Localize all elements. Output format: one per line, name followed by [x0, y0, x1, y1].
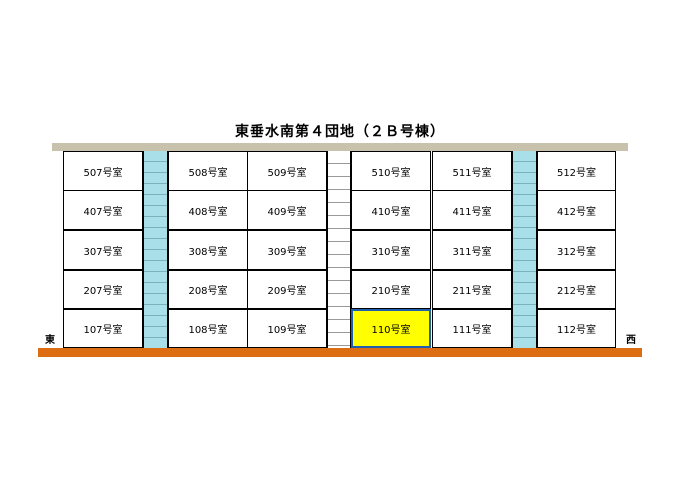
room-cell[interactable]: 408号室	[168, 190, 248, 230]
ground-bar	[38, 348, 642, 357]
room-cell[interactable]: 410号室	[351, 190, 431, 230]
room-cell[interactable]: 312号室	[537, 230, 616, 270]
room-cell[interactable]: 510号室	[351, 151, 431, 191]
room-cell[interactable]: 108号室	[168, 309, 248, 348]
room-cell[interactable]: 212号室	[537, 270, 616, 309]
room-cell[interactable]: 211号室	[432, 270, 512, 309]
room-cell[interactable]: 310号室	[351, 230, 431, 270]
stairwell-left	[143, 151, 168, 348]
room-cell[interactable]: 208号室	[168, 270, 248, 309]
room-cell[interactable]: 111号室	[432, 309, 512, 348]
room-cell[interactable]: 307号室	[63, 230, 143, 270]
corridor-center	[327, 151, 351, 348]
room-cell[interactable]: 112号室	[537, 309, 616, 348]
stairwell-right	[512, 151, 537, 348]
west-label: 西	[626, 335, 636, 346]
room-cell[interactable]: 209号室	[247, 270, 327, 309]
room-cell[interactable]: 508号室	[168, 151, 248, 191]
room-cell[interactable]: 207号室	[63, 270, 143, 309]
roof-bar	[52, 143, 628, 151]
room-cell[interactable]: 107号室	[63, 309, 143, 348]
room-cell[interactable]: 409号室	[247, 190, 327, 230]
room-cell[interactable]: 309号室	[247, 230, 327, 270]
room-cell[interactable]: 110号室	[351, 309, 431, 348]
room-cell[interactable]: 210号室	[351, 270, 431, 309]
east-label: 東	[45, 335, 55, 346]
room-cell[interactable]: 509号室	[247, 151, 327, 191]
room-cell[interactable]: 109号室	[247, 309, 327, 348]
room-cell[interactable]: 511号室	[432, 151, 512, 191]
room-cell[interactable]: 512号室	[537, 151, 616, 191]
room-cell[interactable]: 308号室	[168, 230, 248, 270]
building-title: 東垂水南第４団地（２Ｂ号棟）	[235, 124, 445, 140]
room-cell[interactable]: 412号室	[537, 190, 616, 230]
room-cell[interactable]: 507号室	[63, 151, 143, 191]
room-cell[interactable]: 311号室	[432, 230, 512, 270]
room-cell[interactable]: 411号室	[432, 190, 512, 230]
room-cell[interactable]: 407号室	[63, 190, 143, 230]
